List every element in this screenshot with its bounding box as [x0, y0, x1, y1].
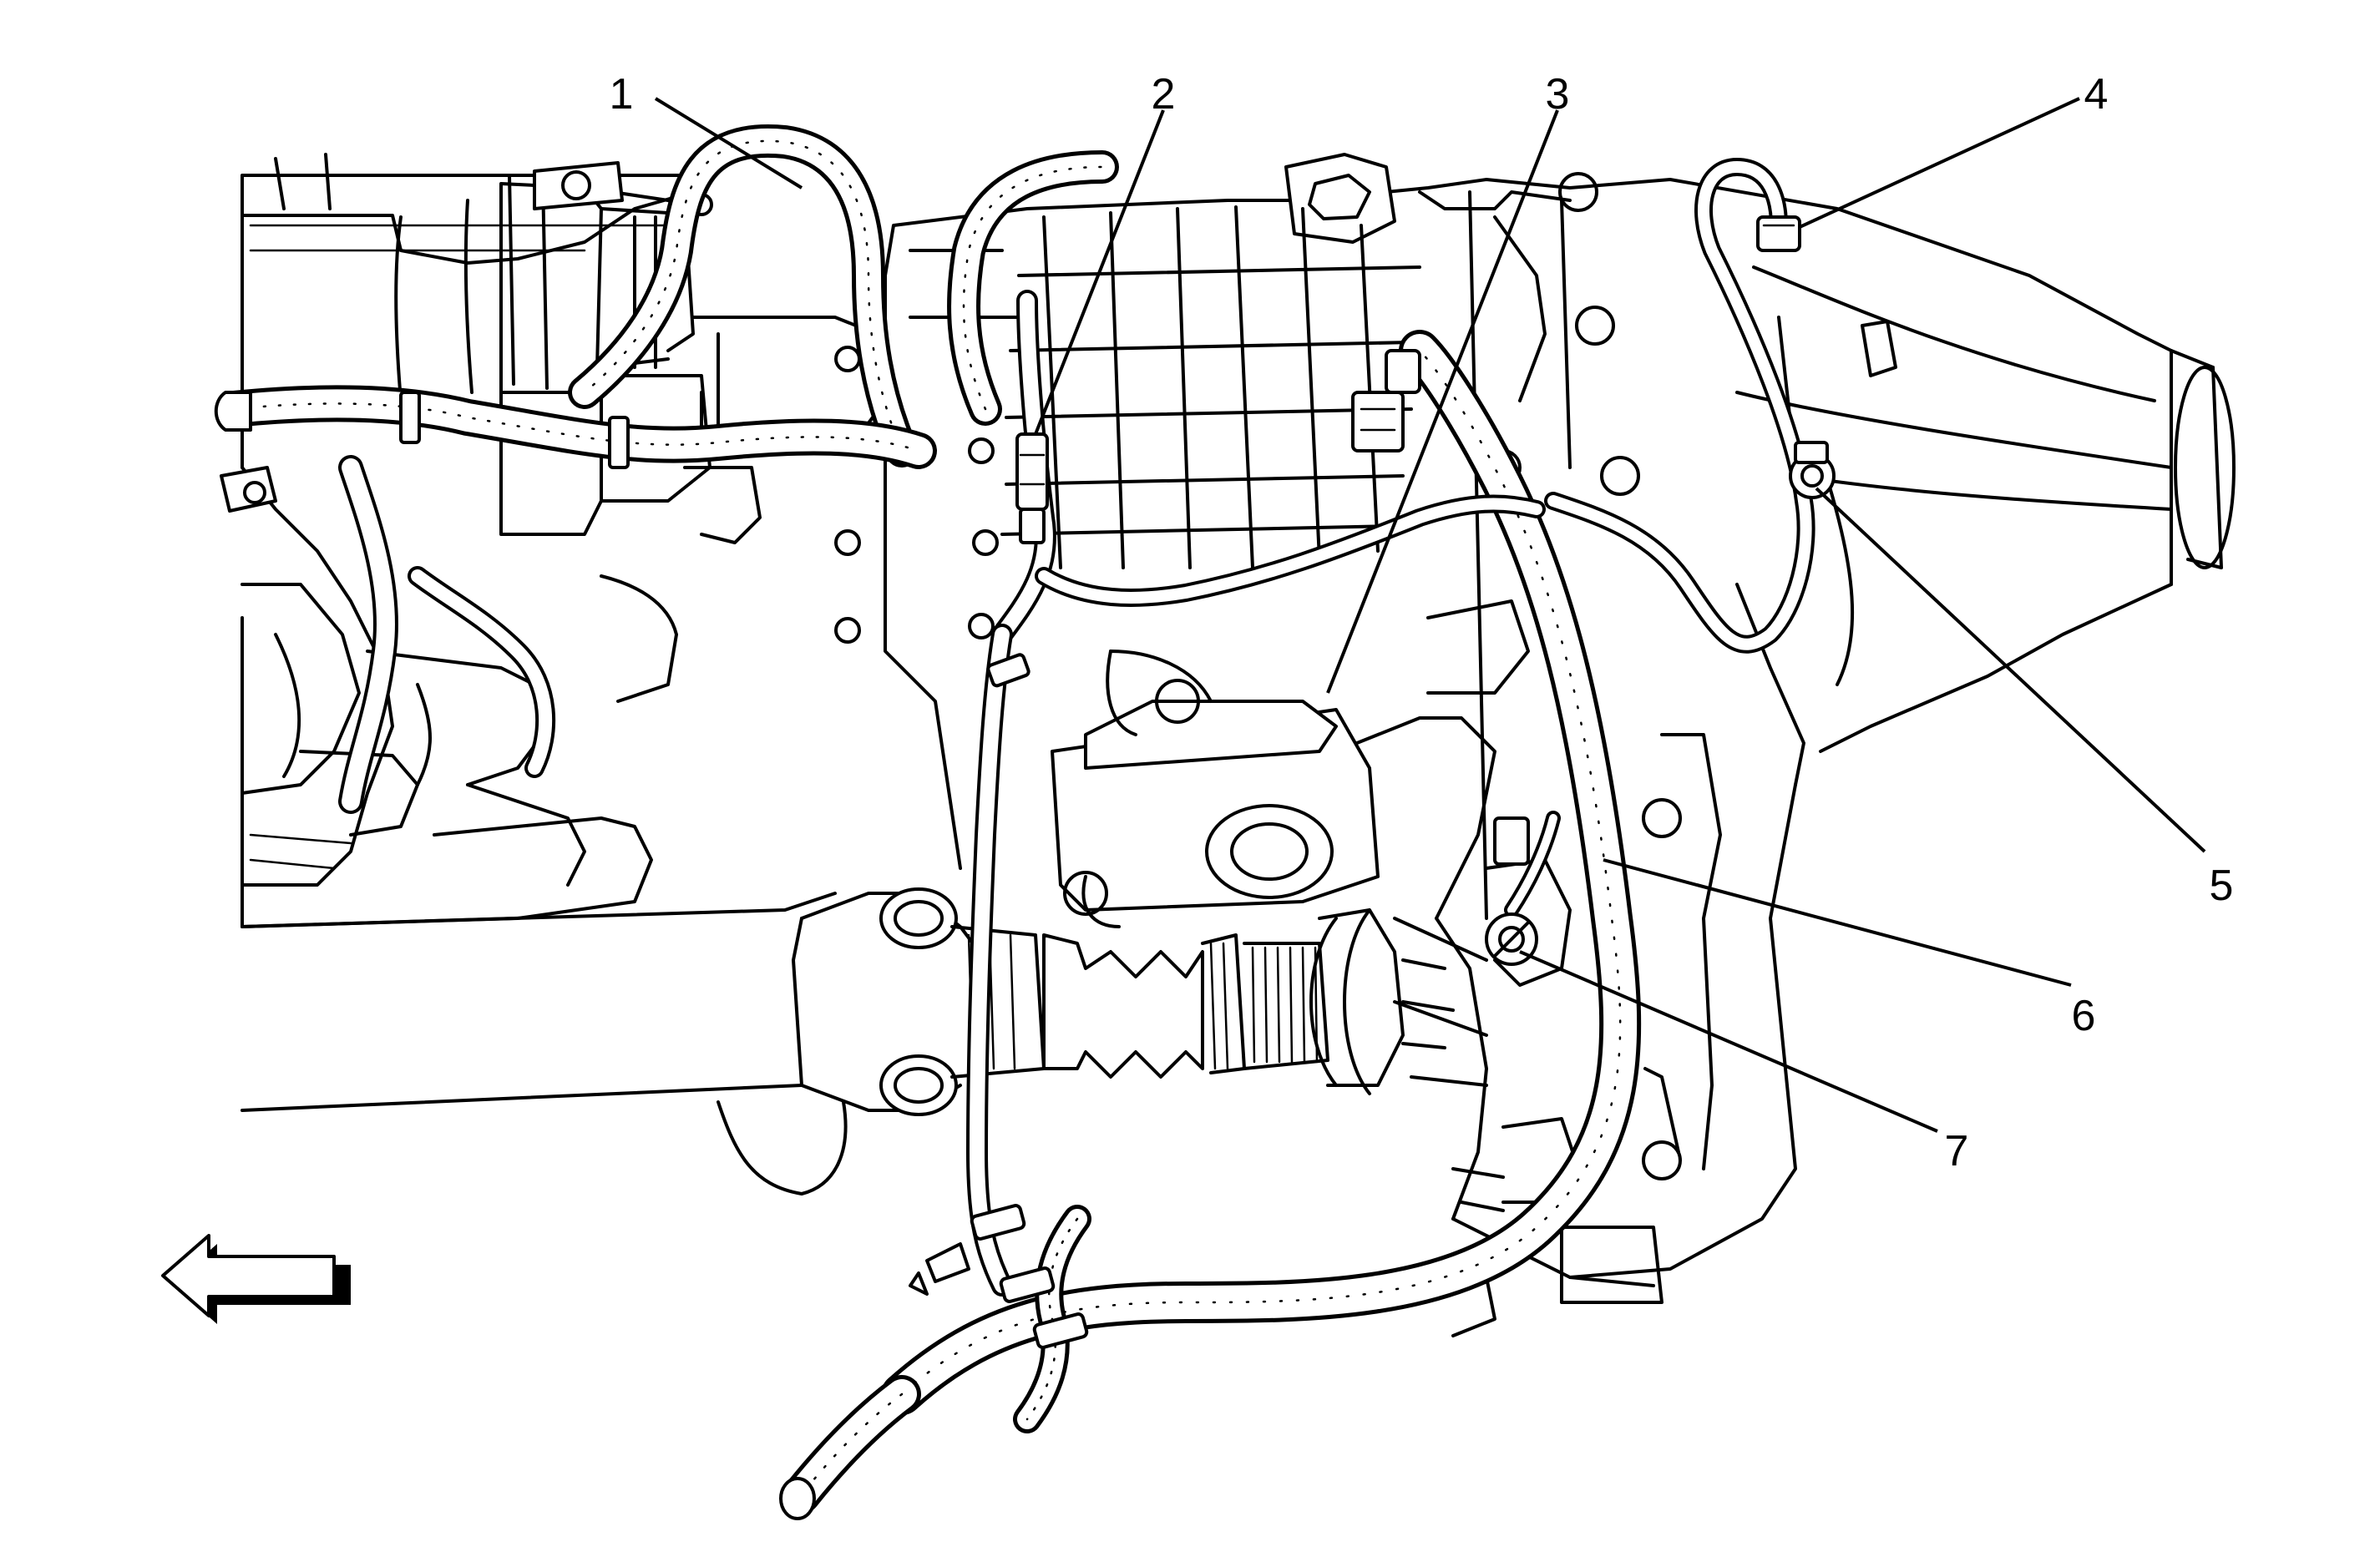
callout-7: 7	[1945, 1127, 1969, 1175]
leader-2	[1034, 109, 1165, 435]
callout-3: 3	[1546, 70, 1570, 119]
leader-4	[1799, 97, 2080, 229]
leader-1	[654, 97, 803, 190]
leader-7	[1519, 950, 1938, 1133]
callout-2: 2	[1152, 70, 1176, 119]
callout-1: 1	[610, 70, 634, 119]
callout-5: 5	[2210, 862, 2234, 910]
leader-5	[1815, 487, 2206, 853]
left-arrow-icon	[161, 1234, 351, 1324]
callout-4: 4	[2084, 70, 2109, 119]
leader-6	[1603, 858, 2072, 987]
connectors	[214, 215, 1836, 1349]
leader-3	[1326, 109, 1559, 694]
transmission	[241, 153, 887, 1112]
callout-leaders	[654, 97, 2206, 1133]
front-driveshaft	[717, 887, 1455, 1196]
callout-6: 6	[2072, 992, 2096, 1040]
callout-labels: 1 2 3 4 5 6 7	[610, 70, 2234, 1175]
transfer-case	[690, 153, 2236, 1337]
